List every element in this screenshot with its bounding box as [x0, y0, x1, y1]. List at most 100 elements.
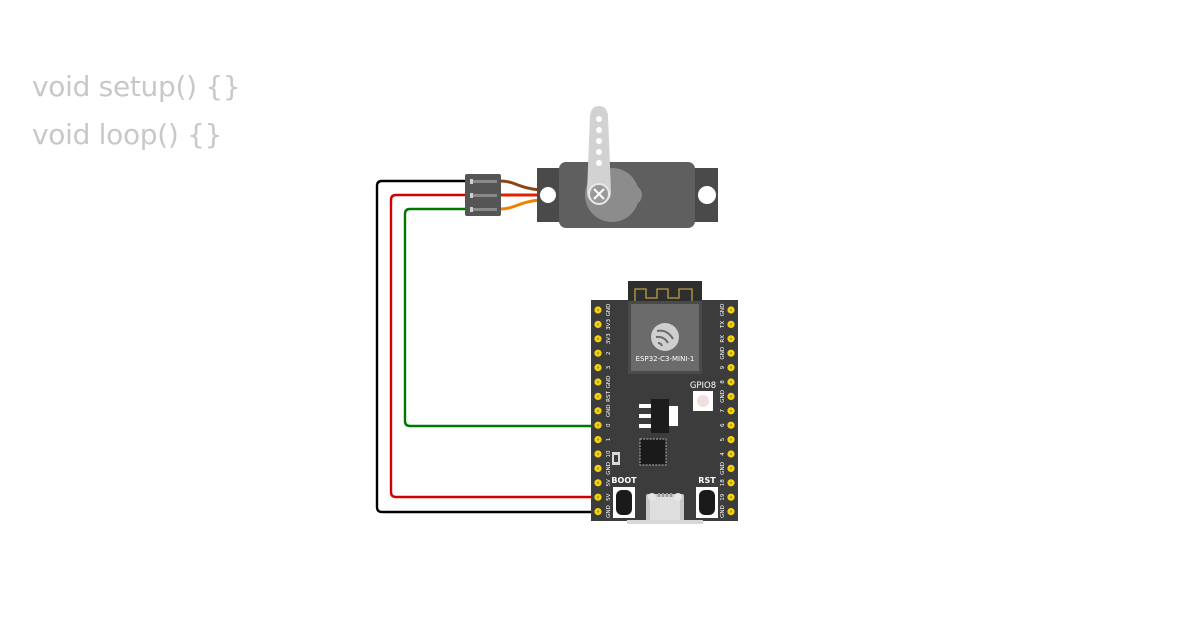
- connector-pin-2: [470, 193, 473, 198]
- right-pin-label-12: GND: [720, 462, 726, 475]
- left-pin-hole-13: [596, 481, 600, 484]
- connector-slot-2: [473, 194, 497, 197]
- right-pin-hole-14: [729, 496, 733, 499]
- regulator-tab: [639, 404, 651, 408]
- usb-chip: [639, 438, 667, 466]
- screw-cross-icon: [593, 188, 605, 200]
- regulator-heat-tab: [669, 406, 678, 426]
- right-pin-hole-6: [729, 380, 733, 384]
- right-pin-label-11: 4: [720, 452, 726, 456]
- antenna: [628, 281, 702, 303]
- right-pin-label-3: RX: [720, 335, 726, 343]
- left-pin-hole-2: [596, 323, 600, 326]
- right-pin-label-13: 18: [720, 479, 726, 487]
- module-label: ESP32-C3-MINI-1: [636, 355, 695, 363]
- servo-mount-right: [692, 168, 718, 222]
- right-pin-label-10: 5: [720, 437, 726, 441]
- left-pin-label-14: 5V: [606, 493, 612, 501]
- right-pin-hole-12: [729, 467, 733, 470]
- right-pin-hole-3: [729, 337, 733, 340]
- right-pin-hole-4: [729, 352, 733, 355]
- servo-lead-orange: [499, 198, 541, 211]
- right-pin-hole-10: [729, 438, 733, 441]
- right-pin-hole-2: [729, 323, 733, 326]
- left-pin-label-8: GND: [606, 404, 612, 417]
- usb-tab-left: [648, 493, 656, 501]
- code-line-loop: void loop() {}: [32, 118, 223, 151]
- usb-pins: [658, 493, 672, 497]
- connector-pin-3: [470, 207, 473, 212]
- regulator-tab: [639, 424, 651, 428]
- left-pin-hole-10: [596, 438, 600, 441]
- left-pin-label-12: GND: [606, 462, 612, 475]
- right-pin-label-15: GND: [720, 505, 726, 518]
- servo[interactable]: [465, 106, 718, 228]
- right-pin-hole-7: [729, 395, 733, 398]
- wire-signal[interactable]: [403, 207, 598, 428]
- wire-gnd[interactable]: [375, 179, 598, 514]
- left-pin-hole-9: [596, 424, 600, 427]
- servo-gear-bump: [622, 185, 642, 205]
- right-pin-label-8: 7: [720, 409, 726, 413]
- horn-hole-1: [596, 116, 602, 122]
- right-pin-hole-9: [729, 424, 733, 427]
- horn-hole-4: [596, 149, 602, 155]
- antenna-trace: [634, 288, 693, 303]
- right-pin-hole-13: [729, 481, 733, 484]
- left-pin-label-5: 3: [606, 365, 612, 369]
- servo-mount-left: [537, 168, 562, 222]
- left-pin-label-9: 0: [606, 423, 612, 427]
- left-pin-hole-1: [596, 308, 600, 312]
- left-pin-label-13: 5V: [606, 479, 612, 487]
- led-label: GPIO8: [690, 381, 716, 391]
- boot-button[interactable]: [616, 490, 632, 515]
- right-pin-label-4: GND: [720, 347, 726, 360]
- left-pin-label-11: 10: [606, 450, 612, 458]
- code-line-setup: void setup() {}: [32, 70, 241, 103]
- left-pin-hole-7: [596, 395, 600, 398]
- right-pin-label-7: GND: [720, 390, 726, 403]
- right-pin-label-1: GND: [720, 304, 726, 317]
- left-pin-hole-3: [596, 337, 600, 340]
- left-pin-hole-5: [596, 366, 600, 369]
- left-pin-label-1: GND: [606, 304, 612, 317]
- right-pin-label-2: TX: [720, 321, 726, 329]
- boot-label: BOOT: [611, 476, 637, 485]
- voltage-regulator: [651, 399, 669, 433]
- usb-connector-inner: [650, 497, 680, 521]
- left-pin-label-6: GND: [606, 376, 612, 389]
- regulator-tab: [639, 414, 651, 418]
- right-pin-label-5: 9: [720, 365, 726, 369]
- connector-slot-3: [473, 208, 497, 211]
- connector-slot-1: [473, 180, 497, 183]
- smd-body: [614, 455, 618, 462]
- left-pin-label-7: RST: [606, 390, 612, 401]
- esp32-c3-board[interactable]: ESP32-C3-MINI-1 GPIO8 BOOT RST: [591, 281, 738, 524]
- rst-button[interactable]: [699, 490, 715, 515]
- espressif-logo-waves: [655, 329, 674, 347]
- usb-shield-base: [627, 520, 703, 524]
- right-pin-hole-5: [729, 366, 733, 369]
- horn-hole-5: [596, 160, 602, 166]
- horn-hole-2: [596, 127, 602, 133]
- horn-hole-3: [596, 138, 602, 144]
- usb-tab-right: [674, 493, 682, 501]
- left-pin-hole-15: [596, 510, 600, 513]
- right-pin-label-6: 8: [720, 380, 726, 384]
- right-pin-hole-15: [729, 510, 733, 513]
- espressif-logo-icon: [651, 323, 679, 351]
- servo-lead-brown: [499, 179, 541, 192]
- left-pin-hole-4: [596, 352, 600, 355]
- wire-5v[interactable]: [389, 193, 598, 499]
- connector-pin-1: [470, 179, 473, 184]
- rgb-led-lens-icon: [697, 395, 709, 407]
- left-pin-label-15: GND: [606, 505, 612, 518]
- right-pin-hole-11: [729, 452, 733, 456]
- rst-label: RST: [698, 476, 716, 485]
- left-pin-hole-12: [596, 467, 600, 470]
- left-pin-label-2: 3V3: [606, 318, 612, 329]
- left-pin-label-4: 2: [606, 351, 612, 355]
